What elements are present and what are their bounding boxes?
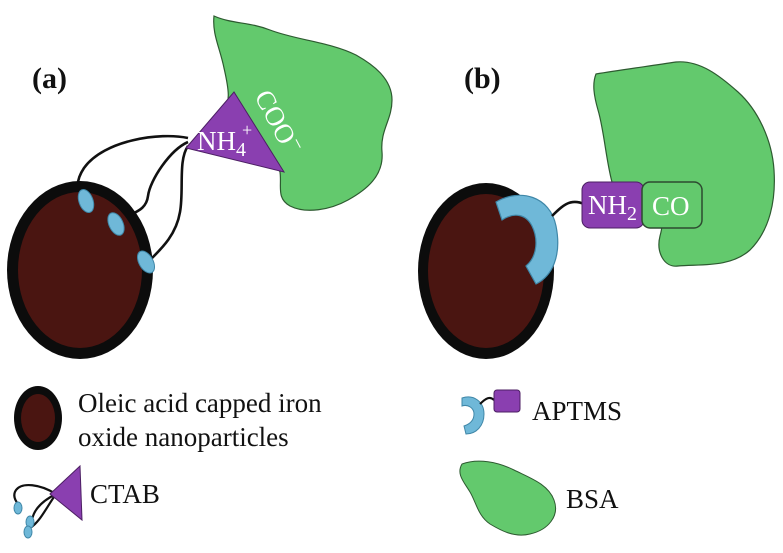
legend-nanoparticle-core <box>21 394 55 442</box>
nanoparticle-core-b <box>428 194 544 348</box>
ctab-cap-a1 <box>77 188 95 214</box>
nh4-base: NH <box>197 126 236 156</box>
nh2-label: NH2 <box>588 190 637 225</box>
ctab-head-a <box>185 91 286 173</box>
legend-bsa-label: BSA <box>566 484 619 514</box>
panel-b-label: (b) <box>464 62 501 95</box>
ctab-cap-a3 <box>136 250 156 274</box>
co-label: CO <box>652 191 690 221</box>
legend-aptms-icon <box>461 389 521 435</box>
nh4-label: NH4 <box>197 126 246 161</box>
legend-nanoparticle-line1: Oleic acid capped iron <box>78 388 322 418</box>
legend-nanoparticle-line2: oxide nanoparticles <box>78 422 289 452</box>
aptms-arc-b <box>495 194 559 285</box>
legend-bsa-icon <box>459 460 556 536</box>
ctab-cap-a2 <box>107 212 125 236</box>
panel-a-label: (a) <box>32 62 67 95</box>
aptms-linker-b <box>551 200 585 217</box>
nh4-sub: 4 <box>236 139 246 161</box>
legend-aptms-label: APTMS <box>532 396 622 426</box>
co-box <box>641 181 703 229</box>
nh2-sub: 2 <box>627 203 637 225</box>
legend-ctab-label: CTAB <box>90 479 160 509</box>
nanoparticle-core-a <box>18 192 142 348</box>
legend-ctab-icon <box>13 464 83 539</box>
nh4-charge: + <box>242 120 252 140</box>
nh2-base: NH <box>588 190 627 220</box>
bsa-protein-b <box>593 61 775 267</box>
